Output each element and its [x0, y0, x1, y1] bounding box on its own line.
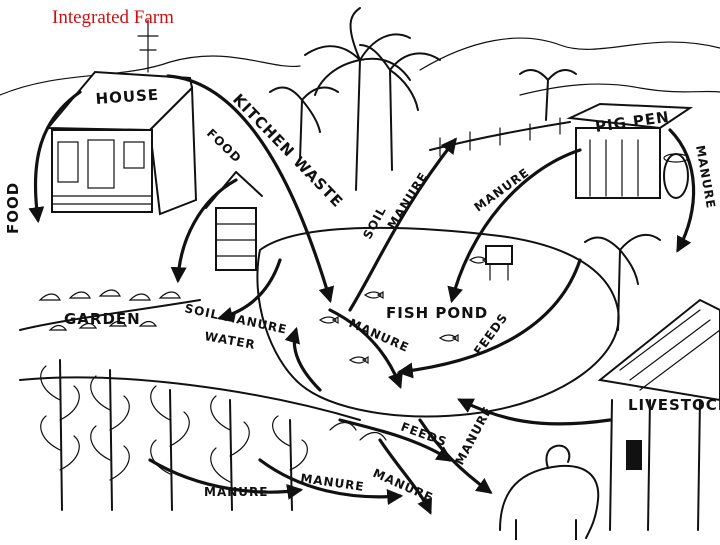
livestock-shed: [600, 300, 720, 530]
house: [48, 20, 196, 214]
cow: [500, 446, 598, 540]
label-food-small: FOOD: [204, 126, 244, 166]
label-manure-pig-pond: MANURE: [472, 165, 532, 214]
label-manure-soil: MANURE: [385, 170, 431, 232]
label-kitchen-waste: KITCHEN WASTE: [229, 90, 347, 211]
label-food: FOOD: [4, 182, 22, 234]
label-manure-bottom-2: MANURE: [300, 471, 366, 494]
label-manure-bottom-1: MANURE: [204, 485, 268, 499]
label-soil-manure: SOIL MANURE: [183, 301, 288, 336]
label-manure-pig-right: MANURE: [693, 144, 718, 210]
label-fish-pond: FISH POND: [386, 304, 488, 322]
label-water: WATER: [203, 329, 256, 352]
fish-pond: [257, 228, 618, 417]
diagram-title: Integrated Farm: [52, 6, 174, 30]
well: [206, 172, 262, 270]
fence: [430, 118, 570, 156]
label-livestock: LIVESTOCK: [628, 396, 720, 414]
label-garden: GARDEN: [64, 310, 141, 328]
